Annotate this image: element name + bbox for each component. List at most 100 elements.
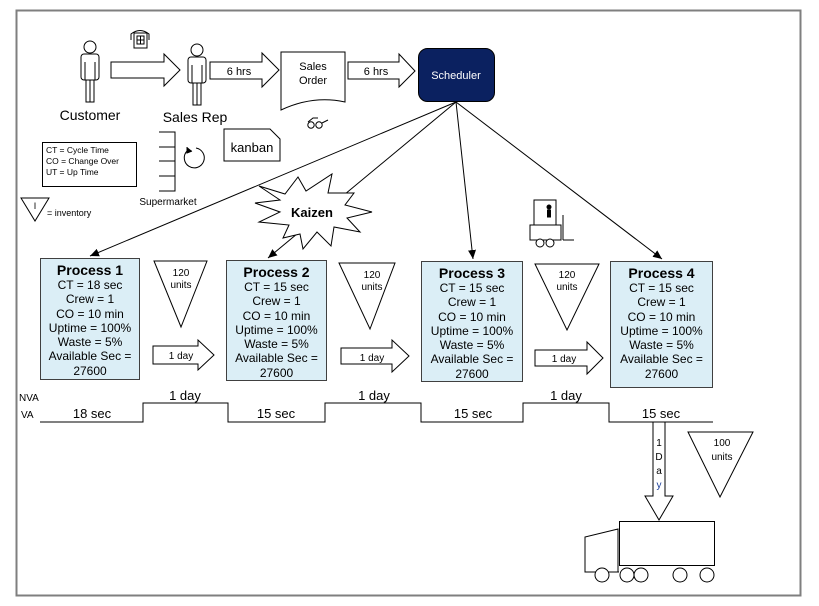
inventory-4-qty: 100 xyxy=(714,438,731,449)
process-available-value: 27600 xyxy=(644,366,679,381)
push-arrow-1-label: 1 day xyxy=(169,351,193,362)
diagram-frame xyxy=(15,9,802,597)
push-arrow xyxy=(152,338,215,372)
process-ct: CT = 15 sec xyxy=(244,280,309,294)
inventory-legend-label: = inventory xyxy=(47,208,92,218)
process-available-label: Available Sec = xyxy=(620,352,703,367)
forklift-icon xyxy=(529,199,574,248)
order-to-scheduler-time: 6 hrs xyxy=(364,66,389,78)
process-co: CO = 10 min xyxy=(56,306,124,321)
process-co: CO = 10 min xyxy=(242,308,311,323)
process-waste: Waste = 5% xyxy=(244,337,309,352)
customer-label: Customer xyxy=(60,107,121,123)
process-ct: CT = 18 sec xyxy=(57,278,123,292)
salesrep-to-order-arrow xyxy=(209,51,280,89)
process-uptime: Uptime = 100% xyxy=(235,322,318,337)
sales-order-label-2: Order xyxy=(299,75,327,87)
shipping-label-char-4: y xyxy=(657,480,662,491)
inventory-triangle xyxy=(534,263,600,332)
process-title: Process 4 xyxy=(628,265,695,281)
inventory-2-unit: units xyxy=(361,282,382,293)
process-uptime: Uptime = 100% xyxy=(620,323,703,338)
va-label: VA xyxy=(21,410,34,421)
process-box-3: Process 3 CT = 15 sec Crew = 1 CO = 10 m… xyxy=(421,261,523,382)
process-uptime: Uptime = 100% xyxy=(430,323,514,338)
inventory-triangle xyxy=(338,262,396,331)
inventory-1-qty: 120 xyxy=(173,268,190,279)
process-crew: Crew = 1 xyxy=(65,292,115,307)
inventory-1-unit: units xyxy=(170,280,191,291)
inventory-triangle xyxy=(153,260,208,329)
inventory-triangle xyxy=(687,431,754,499)
kaizen-burst xyxy=(254,172,373,251)
process-ct: CT = 15 sec xyxy=(439,281,505,295)
shipping-label-char-1: 1 xyxy=(656,438,662,449)
process-co: CO = 10 min xyxy=(438,309,506,324)
process-uptime: Uptime = 100% xyxy=(48,320,132,335)
shipping-label-char-3: a xyxy=(656,466,662,477)
kanban-card xyxy=(223,128,281,162)
va-value-3: 15 sec xyxy=(454,406,493,421)
abbreviation-legend: CT = Cycle Time CO = Change Over UT = Up… xyxy=(42,142,137,187)
push-arrow xyxy=(534,340,604,376)
supermarket-icon xyxy=(159,131,205,192)
scheduler-to-process4-line xyxy=(455,101,663,260)
inventory-legend-triangle xyxy=(20,197,50,222)
process-waste: Waste = 5% xyxy=(439,338,505,353)
process-box-1: Process 1 CT = 18 sec Crew = 1 CO = 10 m… xyxy=(40,258,140,380)
process-available-label: Available Sec = xyxy=(235,351,318,366)
process-crew: Crew = 1 xyxy=(252,294,301,309)
nva-label: NVA xyxy=(19,393,39,404)
process-available-value: 27600 xyxy=(455,366,489,381)
scheduler-to-process1-line xyxy=(89,101,457,257)
supermarket-label: Supermarket xyxy=(139,197,196,208)
process-box-2: Process 2 CT = 15 sec Crew = 1 CO = 10 m… xyxy=(226,260,327,381)
scheduler-box xyxy=(418,48,495,102)
process-ct: CT = 15 sec xyxy=(629,281,694,295)
legend-line: UT = Up Time xyxy=(46,167,99,177)
process-box-4: Process 4 CT = 15 sec Crew = 1 CO = 10 m… xyxy=(610,261,713,388)
inventory-3-unit: units xyxy=(556,282,577,293)
nva-value-1: 1 day xyxy=(169,388,201,403)
shipping-label-char-2: D xyxy=(655,452,662,463)
timeline-line xyxy=(40,402,713,423)
legend-line: CT = Cycle Time xyxy=(46,145,109,155)
sales-order-document xyxy=(280,51,346,111)
push-arrow-2-label: 1 day xyxy=(360,353,384,364)
telephone-icon xyxy=(130,30,150,49)
nva-value-2: 1 day xyxy=(358,388,390,403)
va-value-2: 15 sec xyxy=(257,406,296,421)
process-crew: Crew = 1 xyxy=(637,295,686,310)
nva-value-3: 1 day xyxy=(550,388,582,403)
va-value-1: 18 sec xyxy=(73,406,112,421)
inventory-4-unit: units xyxy=(711,452,732,463)
process-title: Process 1 xyxy=(56,262,124,278)
sales-rep-label: Sales Rep xyxy=(163,109,228,125)
process-co: CO = 10 min xyxy=(627,309,696,324)
inventory-3-qty: 120 xyxy=(559,270,576,281)
push-arrow-3-label: 1 day xyxy=(552,354,576,365)
process-title: Process 3 xyxy=(438,265,506,281)
legend-line: CO = Change Over xyxy=(46,156,119,166)
go-see-glasses-icon xyxy=(307,117,329,129)
truck-icon xyxy=(584,521,715,583)
process-waste: Waste = 5% xyxy=(57,335,123,350)
kanban-label: kanban xyxy=(231,140,274,155)
sales-order-label-1: Sales xyxy=(299,61,327,73)
process-available-value: 27600 xyxy=(73,363,107,378)
sales-rep-icon xyxy=(187,43,207,106)
process-available-value: 27600 xyxy=(259,365,294,380)
process-title: Process 2 xyxy=(243,264,310,280)
process-waste: Waste = 5% xyxy=(629,338,694,353)
customer-to-salesrep-arrow xyxy=(110,52,181,88)
inventory-legend-symbol: I xyxy=(34,201,37,211)
kaizen-label: Kaizen xyxy=(291,205,333,220)
shipping-arrow xyxy=(644,421,674,521)
process-crew: Crew = 1 xyxy=(447,295,497,310)
va-value-4: 15 sec xyxy=(642,406,681,421)
scheduler-label: Scheduler xyxy=(431,70,481,82)
salesrep-to-order-time: 6 hrs xyxy=(227,66,252,78)
inventory-2-qty: 120 xyxy=(364,270,381,281)
order-to-scheduler-arrow xyxy=(347,52,416,89)
push-arrow xyxy=(340,338,410,374)
